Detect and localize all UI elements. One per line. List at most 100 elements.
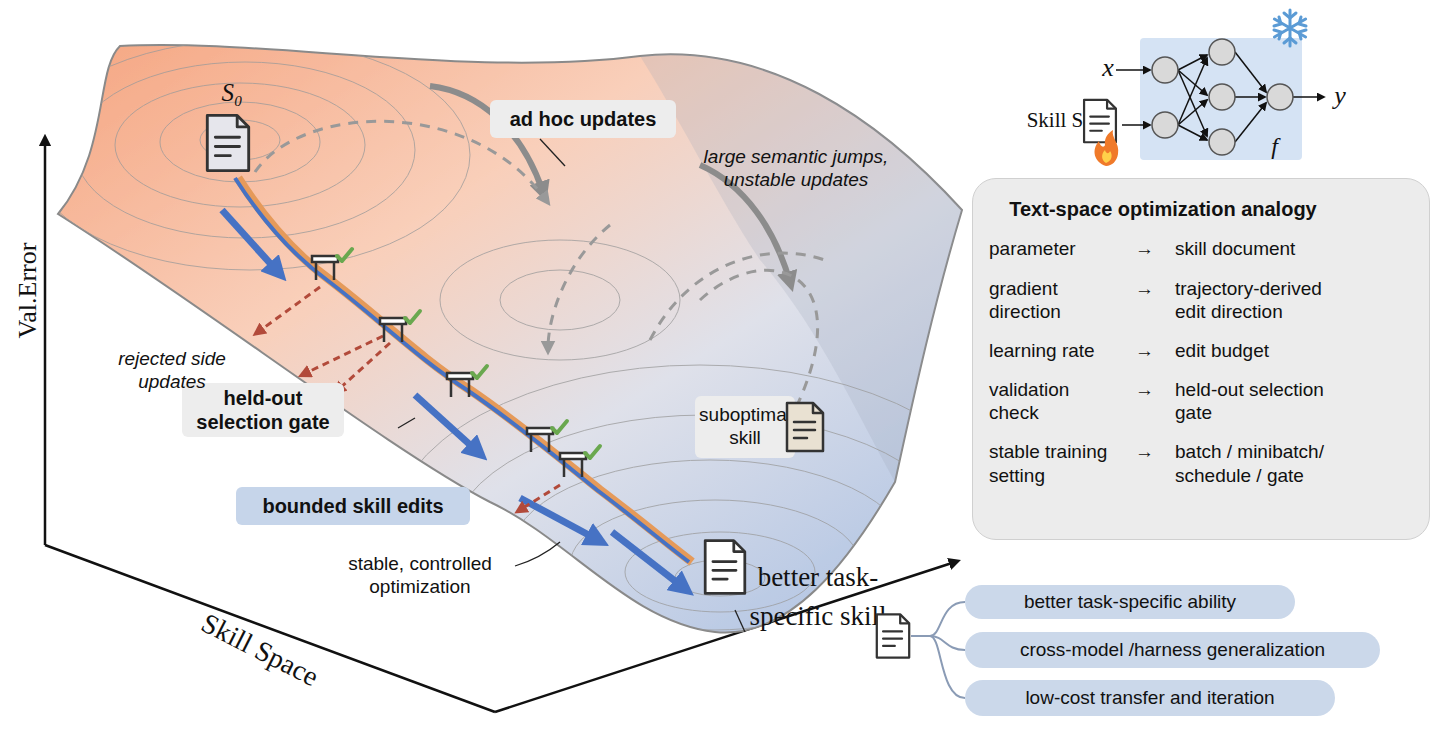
- frozen-icon: [1284, 13, 1296, 43]
- contour-lines: [390, 365, 1010, 705]
- selection-gates: [380, 318, 406, 342]
- selection-gates: [312, 256, 338, 280]
- outcome-bracket: [930, 602, 965, 636]
- axes: [44, 140, 47, 545]
- check-marks: [337, 249, 352, 261]
- edit-box: bounded skill edits: [236, 487, 470, 525]
- selection-gates: [447, 373, 473, 397]
- node-text: cross-model /harness generalization: [1020, 639, 1325, 662]
- network-connections: [1178, 100, 1207, 125]
- network-connections: [1178, 70, 1207, 136]
- skill-document: [1084, 100, 1116, 142]
- input-label: Skill S: [1020, 108, 1090, 133]
- model-box: f: [1140, 38, 1302, 160]
- table-cell: edit budget: [1175, 339, 1337, 362]
- network-connections: [1116, 69, 1150, 71]
- outcome-bracket: [930, 636, 965, 698]
- table-cell: batch / minibatch/ schedule / gate: [1175, 440, 1337, 486]
- contour-lines: [200, 120, 280, 160]
- table-cell: gradient direction: [989, 277, 1114, 323]
- skill-document: [877, 614, 909, 657]
- benefit-pill: low-cost transfer and iteration: [965, 680, 1335, 716]
- ad-hoc-arrows: [548, 225, 610, 348]
- contour-lines: [440, 240, 680, 360]
- function-symbol: f: [1271, 133, 1278, 160]
- rejected-arrows: [258, 287, 320, 332]
- contour-lines: [160, 102, 320, 182]
- network-connections: [1116, 52, 1324, 142]
- surface-fold-shading: [640, 54, 962, 482]
- network-connections: [1235, 96, 1265, 98]
- node-text: better task-specific ability: [1024, 591, 1236, 614]
- table-cell: parameter: [989, 237, 1114, 260]
- loss-surface: [58, 45, 962, 633]
- ad-hoc-arrows: [650, 253, 830, 340]
- contour-lines: [500, 270, 620, 330]
- flame-icon: [1095, 130, 1119, 166]
- network-connections: [1235, 52, 1266, 92]
- frozen-icon: [1274, 17, 1306, 39]
- network-connections: [1178, 58, 1207, 125]
- neuron-circles: [1209, 39, 1235, 65]
- selection-gates: [531, 434, 549, 452]
- selection-gates: [380, 318, 406, 324]
- outcome-bracket: [911, 602, 965, 698]
- check-marks: [472, 366, 487, 378]
- annotation: rejected side updates: [102, 348, 242, 394]
- frozen-icon: [1274, 10, 1305, 46]
- skill-box: suboptimal skill: [695, 396, 795, 458]
- neuron-circles: [1209, 84, 1235, 110]
- network-connections: [1293, 96, 1324, 98]
- rejected-arrows: [520, 485, 560, 510]
- table-cell: trajectory-derived edit direction: [1175, 277, 1337, 323]
- check-marks: [405, 311, 420, 323]
- axis-title: Val.Error: [12, 231, 43, 351]
- neuron-circles: [1152, 112, 1178, 138]
- selection-gates: [560, 453, 586, 477]
- table-arrow: →: [1122, 339, 1167, 362]
- step-arrows: [520, 498, 598, 540]
- start-label: S₀: [212, 78, 252, 108]
- table-arrow: →: [1122, 277, 1167, 323]
- ad-hoc-arrows: [255, 86, 830, 410]
- leader-lines: [398, 418, 415, 428]
- network-connections: [1178, 55, 1207, 70]
- step-arrows: [222, 210, 278, 272]
- flame-icon: [1102, 150, 1112, 163]
- process-box: ad hoc updates: [490, 100, 676, 138]
- gate-box: held-out selection gate: [182, 383, 344, 437]
- step-arrows: [612, 532, 684, 588]
- network-connections: [1235, 103, 1266, 142]
- selection-gates: [560, 453, 586, 459]
- table-cell: validation check: [989, 378, 1114, 424]
- leader-lines: [515, 542, 560, 566]
- selection-gates: [527, 428, 553, 434]
- axis-title: Skill Space: [181, 599, 339, 702]
- neuron-circles: [1267, 84, 1293, 110]
- selection-gates: [527, 428, 553, 452]
- skill-document: [705, 541, 745, 594]
- table-arrow: →: [1122, 378, 1167, 424]
- benefit-pill: cross-model /harness generalization: [965, 632, 1380, 668]
- selection-gates: [447, 373, 473, 379]
- node-text: ad hoc updates: [510, 107, 657, 131]
- check-marks: [552, 421, 567, 433]
- output-symbol: y: [1328, 80, 1352, 111]
- table-arrow: →: [1122, 440, 1167, 486]
- contour-lines: [675, 560, 765, 596]
- leader-lines: [540, 139, 565, 166]
- annotation: stable, controlled optimization: [318, 553, 522, 599]
- node-text: suboptimal skill: [699, 404, 791, 450]
- skill-document: [207, 115, 248, 170]
- input-symbol: x: [1096, 52, 1120, 83]
- selection-gates: [312, 256, 586, 477]
- selection-gates: [312, 256, 338, 262]
- neuron-circles: [1209, 129, 1235, 155]
- contour-lines: [30, 40, 1010, 705]
- benefit-pill: better task-specific ability: [965, 585, 1295, 619]
- table-cell: learning rate: [989, 339, 1114, 362]
- neuron-circles: [1152, 57, 1178, 83]
- node-text: bounded skill edits: [262, 494, 443, 518]
